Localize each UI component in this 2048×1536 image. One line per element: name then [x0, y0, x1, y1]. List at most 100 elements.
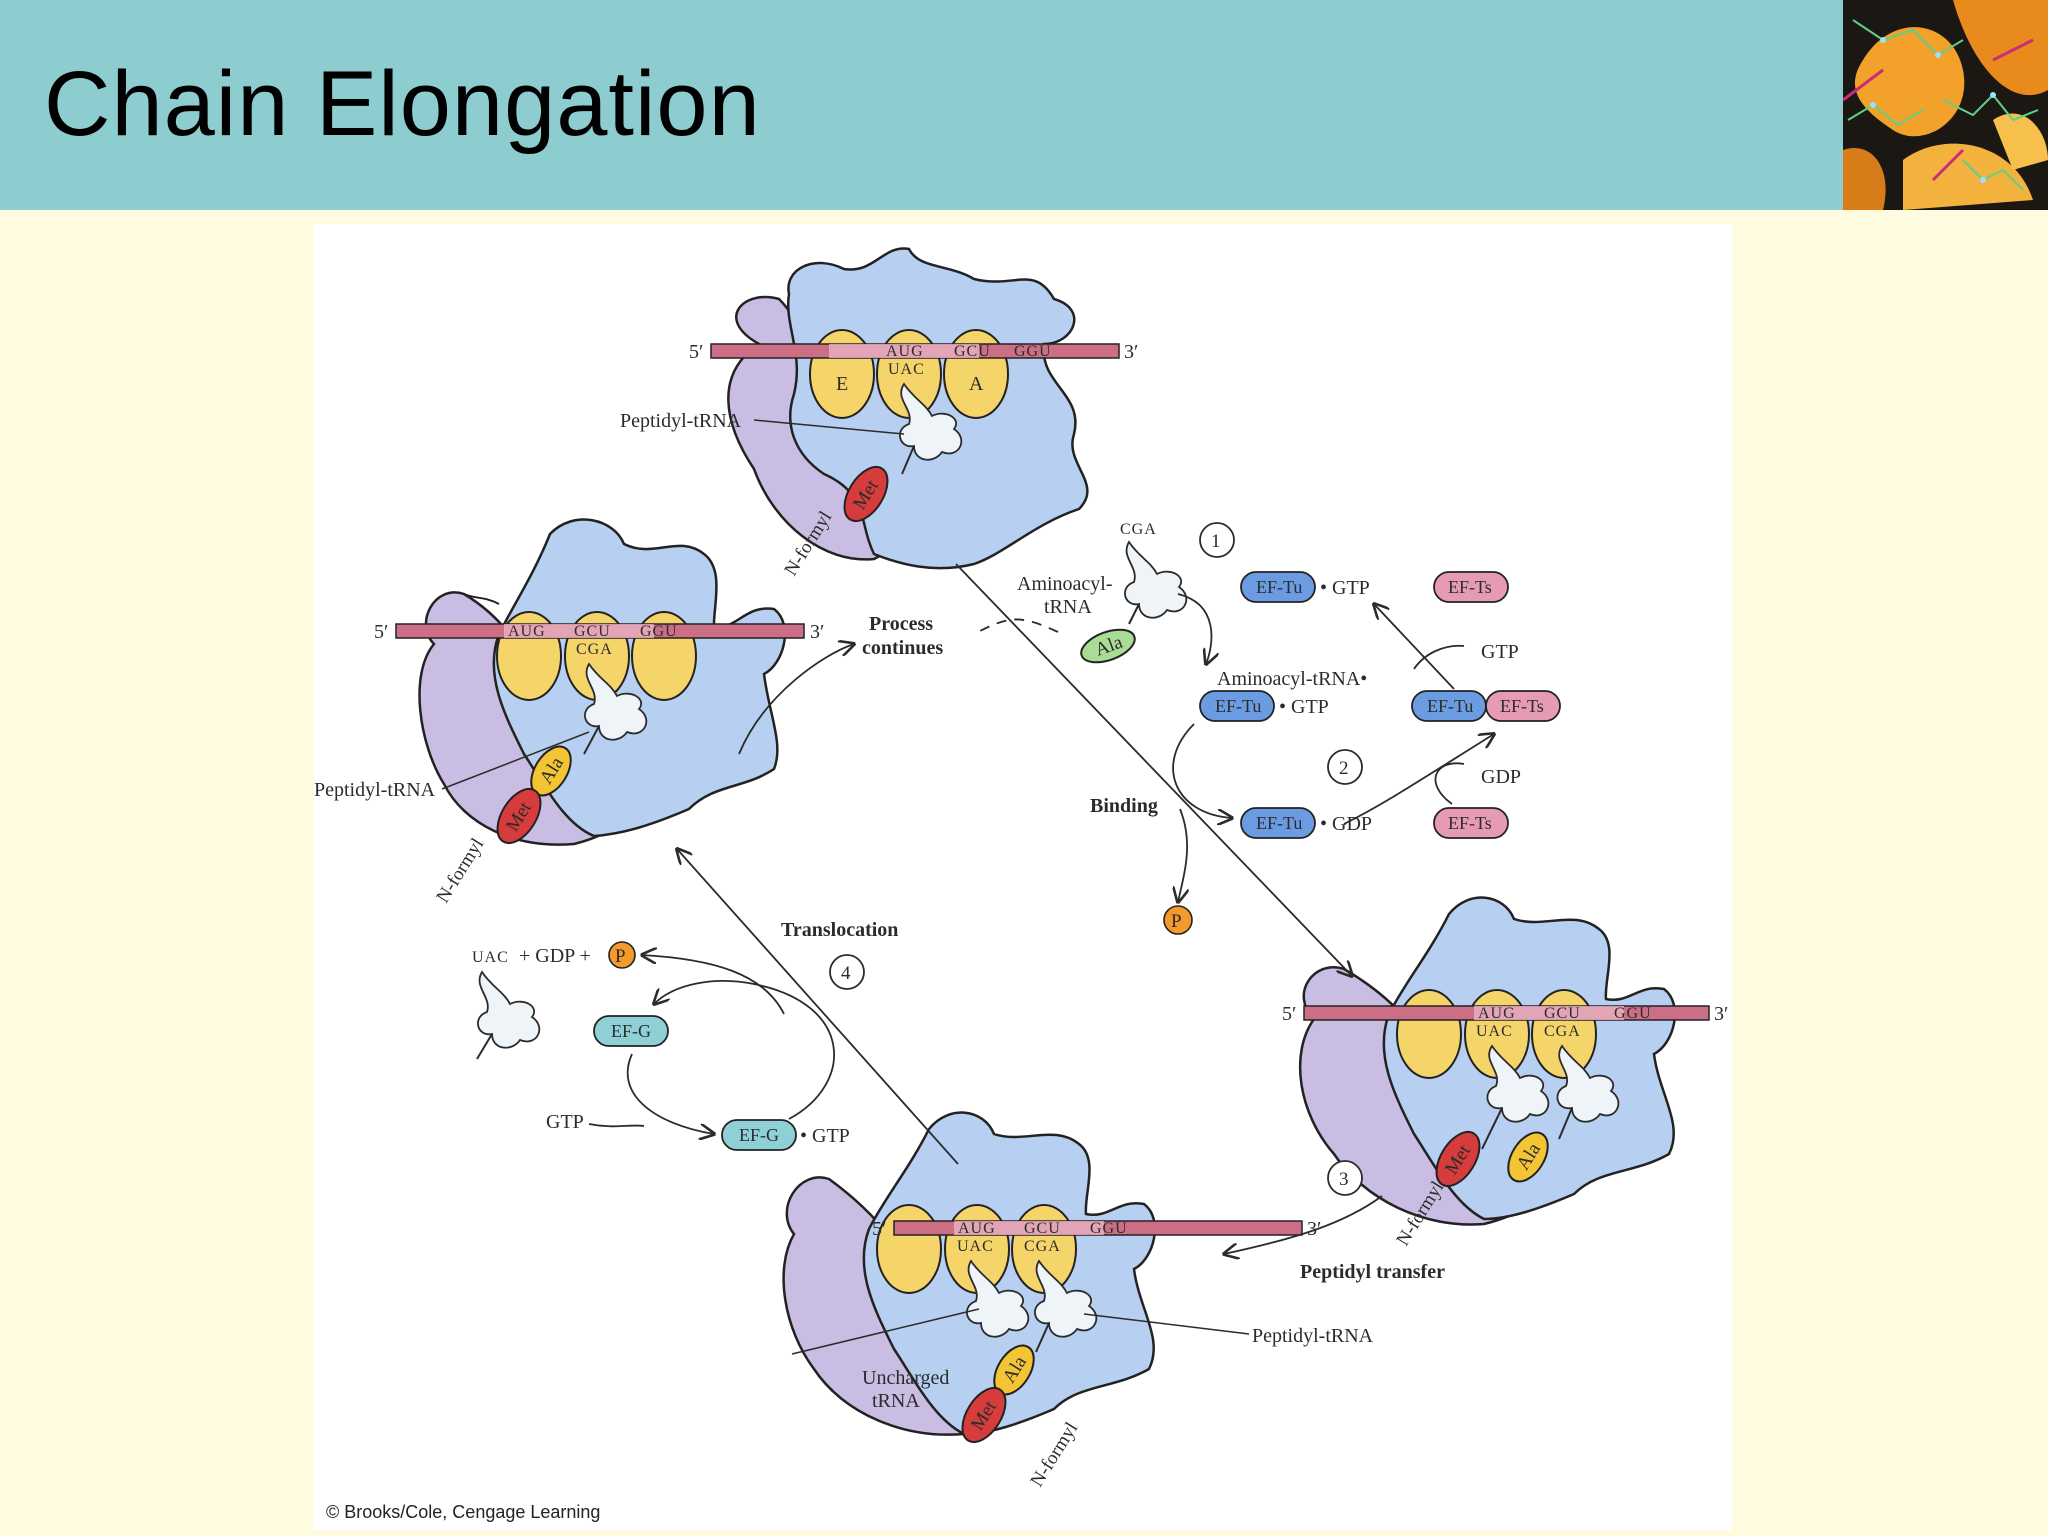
- peptidyl-trna-label: Peptidyl-tRNA: [314, 779, 436, 801]
- three-prime-label: 3′: [1714, 1003, 1728, 1025]
- aminoacyl-complex-label: Aminoacyl-tRNA•: [1217, 668, 1367, 690]
- step-1: 1: [1199, 522, 1235, 558]
- gtp-label: • GTP: [1279, 696, 1329, 718]
- ribosome-left: 5′ 3′ AUG GCU GGU CGA Ala Met N-formyl P…: [314, 518, 824, 907]
- ef-tu-ef-ts-complex: EF-Tu EF-Ts: [1411, 690, 1561, 722]
- ribosome-top: 5′ 3′ AUG GCU GGU UAC E A Met N-formyl P…: [620, 247, 1138, 580]
- ribosome-right: 5′ 3′ AUG GCU GGU UAC CGA Met Ala N-form…: [1282, 896, 1728, 1250]
- ef-tu-label: EF-Tu: [1256, 577, 1302, 597]
- trna-icon: [1556, 1044, 1620, 1123]
- svg-text:1: 1: [1211, 531, 1221, 552]
- anticodon: CGA: [1544, 1023, 1581, 1040]
- elongation-cycle-diagram: 5′ 3′ AUG GCU GGU UAC E A Met N-formyl P…: [314, 247, 1728, 1491]
- protein-structure-image: [1843, 0, 2048, 210]
- process-continues-label: Process: [869, 613, 933, 635]
- svg-text:3: 3: [1339, 1169, 1349, 1190]
- trna-icon: [899, 382, 963, 461]
- codon: AUG: [958, 1220, 996, 1237]
- process-continues-label: continues: [862, 637, 943, 659]
- aminoacyl-ef-tu-gtp: EF-Tu • GTP: [1199, 690, 1329, 722]
- codon: AUG: [508, 623, 546, 640]
- codon: GCU: [1544, 1005, 1581, 1022]
- met-residue: [1435, 1131, 1481, 1187]
- figure-panel: 5′ 3′ AUG GCU GGU UAC E A Met N-formyl P…: [314, 224, 1732, 1530]
- codon: GCU: [1024, 1220, 1061, 1237]
- ef-ts-bottom: EF-Ts: [1433, 807, 1509, 839]
- gtp-bound-label: • GTP: [800, 1125, 850, 1147]
- aminoacyl-trna-label: tRNA: [1044, 596, 1092, 618]
- binding-label: Binding: [1090, 795, 1158, 817]
- ef-ts-label: EF-Ts: [1448, 577, 1492, 597]
- ef-tu-label: EF-Tu: [1215, 696, 1261, 716]
- ef-g-cycle: UAC + GDP + P EF-G GTP EF-G • GTP: [472, 941, 850, 1151]
- ef-g-gtp-complex: EF-G • GTP: [721, 1119, 850, 1151]
- release-uac-label: UAC: [472, 949, 509, 966]
- ala-residue: [1507, 1131, 1549, 1183]
- trna-icon: [1124, 540, 1188, 619]
- anticodon: CGA: [576, 641, 613, 658]
- gdp-free-label: GDP: [1481, 766, 1521, 788]
- peptidyl-trna-label: Peptidyl-tRNA: [1252, 1325, 1374, 1347]
- gtp-free-label: GTP: [1481, 641, 1519, 663]
- met-residue: [496, 788, 542, 844]
- peptidyl-transfer-label: Peptidyl transfer: [1300, 1261, 1445, 1283]
- copyright-credit: © Brooks/Cole, Cengage Learning: [326, 1502, 601, 1522]
- svg-text:4: 4: [841, 963, 851, 984]
- step-4: 4: [829, 954, 865, 990]
- codon: GCU: [574, 623, 611, 640]
- codon: GGU: [640, 623, 678, 640]
- trna-icon: [584, 662, 648, 741]
- anticodon: UAC: [957, 1238, 994, 1255]
- ef-tu-label: EF-Tu: [1256, 813, 1302, 833]
- codon: GGU: [1614, 1005, 1652, 1022]
- met-residue: [961, 1387, 1007, 1443]
- aminoacyl-trna-label: Aminoacyl-: [1017, 573, 1113, 595]
- codon: AUG: [1478, 1005, 1516, 1022]
- anticodon: UAC: [1476, 1023, 1513, 1040]
- site-label: E: [836, 373, 848, 395]
- phosphate-label: P: [615, 946, 626, 967]
- met-residue: [843, 466, 889, 522]
- ef-tu-gtp-complex: EF-Tu • GTP: [1240, 571, 1370, 603]
- uncharged-trna-label: Uncharged: [862, 1367, 949, 1389]
- nformyl-label: N-formyl: [1026, 1419, 1082, 1491]
- codon: GGU: [1090, 1220, 1128, 1237]
- five-prime-label: 5′: [1282, 1003, 1296, 1025]
- peptidyl-trna-label: Peptidyl-tRNA: [620, 410, 742, 432]
- translocation-label: Translocation: [781, 919, 898, 941]
- e-site: [1396, 989, 1462, 1079]
- ef-tu-gdp-complex: EF-Tu • GDP: [1240, 807, 1372, 839]
- three-prime-label: 3′: [810, 621, 824, 643]
- cycle-arrows: [677, 563, 1383, 1254]
- slide-title: Chain Elongation: [44, 53, 761, 155]
- e-site: [876, 1204, 942, 1294]
- ef-tu-cycle: CGA Ala Aminoacyl- tRNA EF-Tu • GTP EF-T…: [1017, 521, 1561, 935]
- uncharged-trna-label: tRNA: [872, 1390, 920, 1412]
- five-prime-label: 5′: [374, 621, 388, 643]
- gtp-label: • GTP: [1320, 577, 1370, 599]
- title-bar: Chain Elongation: [0, 0, 2048, 210]
- svg-text:2: 2: [1339, 758, 1349, 779]
- ala-residue: [1080, 628, 1136, 664]
- three-prime-label: 3′: [1307, 1218, 1321, 1240]
- trna-icon: [966, 1259, 1030, 1338]
- trna-icon: [1486, 1044, 1550, 1123]
- phosphate-released: P: [608, 941, 636, 969]
- trna-icon: [1034, 1259, 1098, 1338]
- codon: AUG: [886, 343, 924, 360]
- ef-ts-label: EF-Ts: [1500, 696, 1544, 716]
- step-3: 3: [1327, 1160, 1363, 1196]
- codon: GCU: [954, 343, 991, 360]
- five-prime-label: 5′: [872, 1218, 886, 1240]
- three-prime-label: 3′: [1124, 341, 1138, 363]
- codon: GGU: [1014, 343, 1052, 360]
- ef-g-label: EF-G: [739, 1125, 779, 1145]
- release-gdp-label: + GDP +: [519, 945, 591, 967]
- phosphate-label: P: [1171, 911, 1182, 932]
- step-2: 2: [1327, 749, 1363, 785]
- ribosome-bottom: 5′ 3′ AUG GCU GGU UAC CGA Ala Met N-form…: [782, 1111, 1374, 1491]
- gdp-label: • GDP: [1320, 813, 1372, 835]
- gtp-free-label: GTP: [546, 1111, 584, 1133]
- ef-g-label: EF-G: [611, 1021, 651, 1041]
- ef-g-free: EF-G: [593, 1015, 669, 1047]
